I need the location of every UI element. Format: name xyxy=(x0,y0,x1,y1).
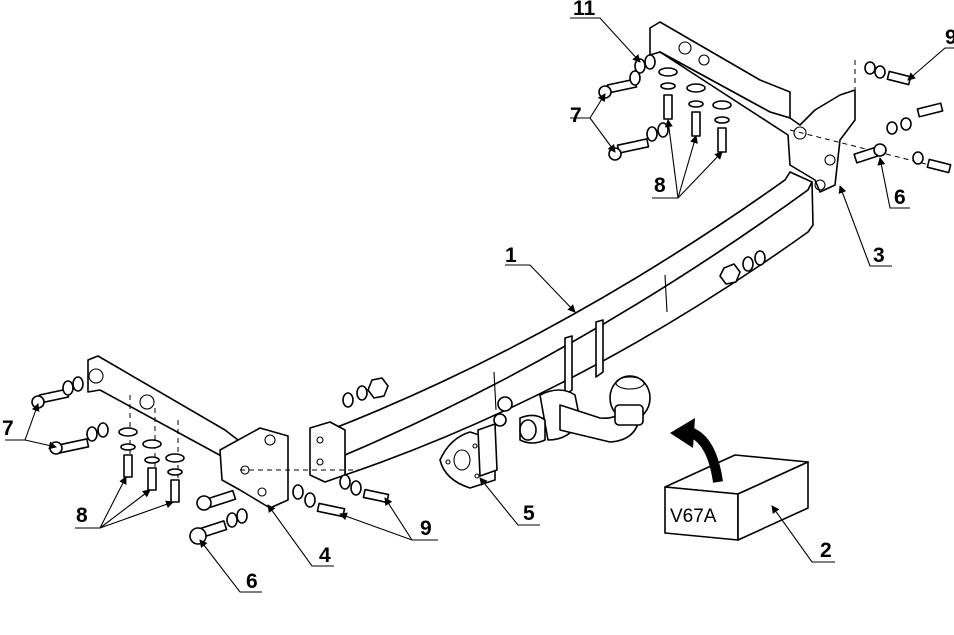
label-socket-plate: 5 xyxy=(523,502,535,525)
label-bolt-8-right: 8 xyxy=(654,174,666,197)
label-bolt-8-left: 8 xyxy=(76,504,88,527)
label-bolt-6-right: 6 xyxy=(894,186,906,209)
label-bolt-6-left: 6 xyxy=(246,570,258,593)
leader-lines xyxy=(5,17,954,593)
label-right-bracket: 3 xyxy=(873,244,885,267)
tow-ball-neck xyxy=(519,375,651,444)
label-bolt-9-right: 9 xyxy=(945,26,954,49)
socket-plate xyxy=(439,396,513,489)
left-bracket xyxy=(87,355,360,509)
label-left-bracket: 4 xyxy=(319,544,331,567)
label-washer-11: 11 xyxy=(573,0,596,20)
label-main-bar: 1 xyxy=(505,244,517,267)
main-crossbar xyxy=(309,171,814,483)
label-bolt-9-left: 9 xyxy=(420,517,432,540)
left-fasteners xyxy=(31,376,390,545)
label-package-box: 2 xyxy=(820,539,832,562)
label-bolt-7-right: 7 xyxy=(570,104,582,127)
box-code: V67A xyxy=(670,506,717,527)
part-labels: 1 2 3 4 5 6 6 7 7 8 8 9 9 11 xyxy=(2,0,954,593)
package-box: V67A xyxy=(664,418,809,541)
label-bolt-7-left: 7 xyxy=(2,417,14,440)
right-fasteners xyxy=(598,54,952,285)
